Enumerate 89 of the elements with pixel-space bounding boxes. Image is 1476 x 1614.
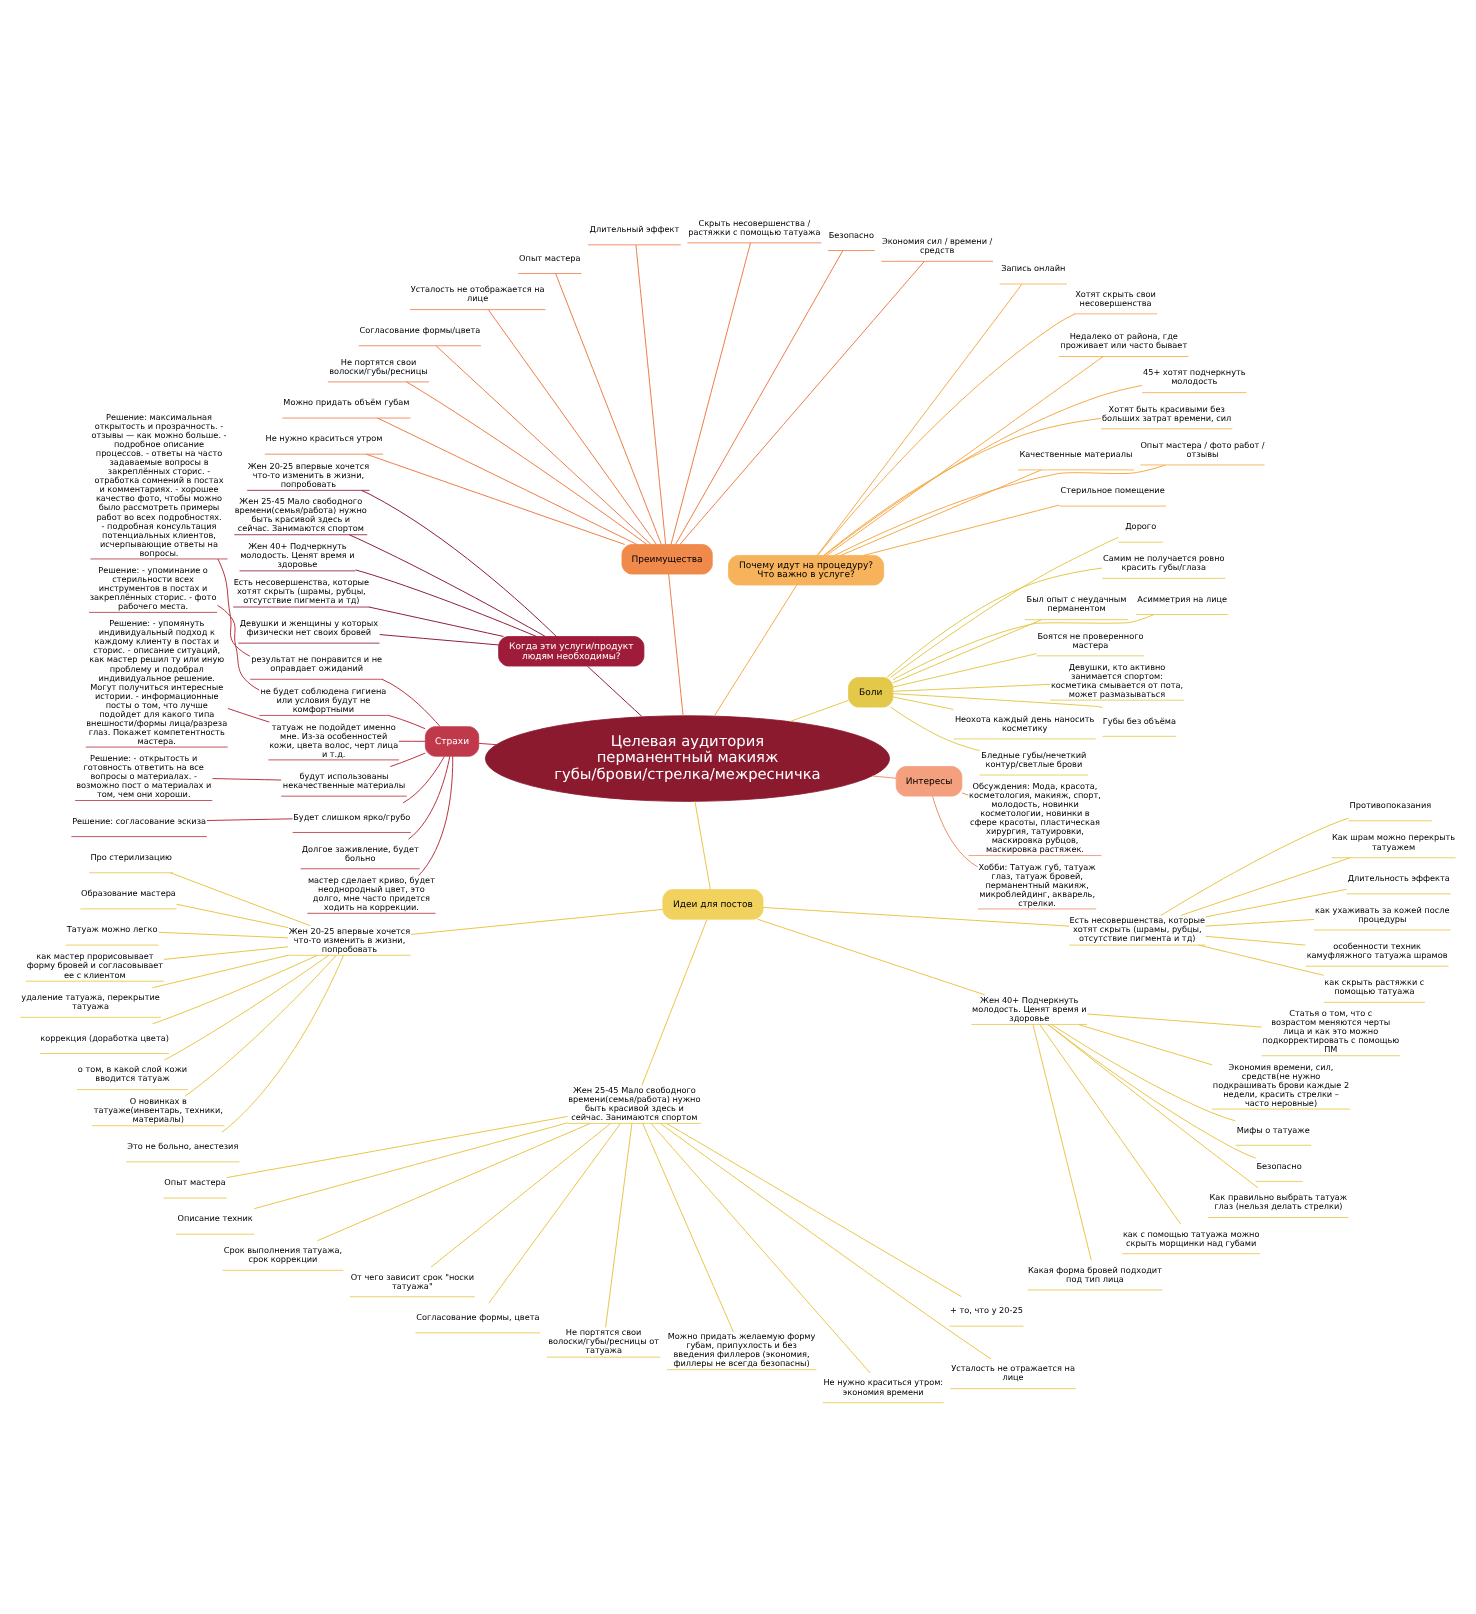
- connector: [932, 794, 979, 867]
- connector: [478, 741, 497, 745]
- connector: [217, 603, 260, 690]
- connector: [675, 249, 844, 544]
- connector: [666, 1121, 962, 1297]
- connector: [368, 605, 504, 636]
- connector: [402, 754, 445, 803]
- connector: [817, 312, 1076, 555]
- connector: [317, 1121, 591, 1241]
- connector: [253, 1121, 569, 1209]
- connector: [152, 953, 318, 1024]
- connector: [555, 272, 662, 544]
- connector: [379, 633, 500, 645]
- connector: [410, 907, 664, 934]
- connector: [212, 777, 282, 780]
- connector: [406, 380, 648, 544]
- connector: [886, 566, 1103, 677]
- connector: [892, 613, 1155, 680]
- connector: [890, 705, 981, 751]
- connector: [757, 917, 986, 995]
- connector: [1205, 917, 1315, 926]
- connector: [635, 243, 667, 544]
- connector: [659, 1121, 992, 1359]
- connector: [840, 468, 1042, 555]
- connector: [1047, 1023, 1259, 1188]
- connector: [1077, 1023, 1213, 1065]
- connector: [586, 664, 643, 716]
- connector: [1160, 816, 1349, 915]
- connector: [158, 930, 289, 938]
- connector: [151, 953, 289, 988]
- connector: [642, 1121, 734, 1332]
- connector: [389, 751, 426, 767]
- connector: [206, 817, 293, 820]
- connector: [398, 739, 426, 741]
- connector: [361, 488, 557, 636]
- connector: [1205, 934, 1306, 945]
- connector: [824, 383, 1143, 555]
- connector: [871, 774, 897, 778]
- connector: [863, 503, 1060, 555]
- connector: [892, 692, 1103, 708]
- connector: [650, 1122, 871, 1373]
- connector: [789, 698, 849, 721]
- connector: [892, 652, 1037, 687]
- connector: [826, 355, 1104, 555]
- connector: [430, 1122, 612, 1267]
- connector: [381, 677, 441, 727]
- connector: [217, 557, 251, 656]
- connector: [641, 917, 708, 1086]
- connector: [176, 902, 289, 928]
- connector: [170, 871, 311, 926]
- connector: [355, 568, 537, 636]
- connector: [488, 1121, 621, 1303]
- connector: [164, 953, 330, 1060]
- connector: [487, 308, 657, 544]
- connector: [892, 618, 1042, 683]
- connector: [418, 754, 454, 875]
- connector: [435, 344, 652, 544]
- connector: [892, 682, 1051, 691]
- connector: [961, 791, 969, 795]
- connector: [365, 452, 626, 544]
- connector: [668, 572, 684, 716]
- connector: [1086, 1012, 1263, 1027]
- connector: [1180, 856, 1351, 915]
- connector: [713, 583, 798, 716]
- connector: [1039, 1023, 1182, 1224]
- connector: [694, 800, 711, 890]
- connector: [227, 706, 270, 722]
- connector: [163, 945, 289, 959]
- connector: [605, 1122, 633, 1327]
- connector: [890, 535, 1119, 677]
- connector: [1198, 943, 1325, 975]
- connector: [892, 695, 954, 709]
- connector: [407, 755, 451, 839]
- connector: [226, 1114, 569, 1178]
- connector: [386, 713, 426, 729]
- connector: [1205, 887, 1347, 917]
- connector: [1032, 1023, 1092, 1260]
- connector: [377, 416, 638, 544]
- connector: [1050, 1022, 1236, 1121]
- connector: [184, 954, 337, 1096]
- connector: [834, 463, 1166, 555]
- connector: [670, 241, 751, 544]
- connector: [816, 282, 1023, 555]
- connector: [823, 416, 1102, 555]
- connector: [348, 533, 546, 636]
- connector: [762, 905, 1070, 926]
- connector: [1047, 1023, 1257, 1158]
- connector: [221, 953, 344, 1132]
- connector: [679, 260, 925, 544]
